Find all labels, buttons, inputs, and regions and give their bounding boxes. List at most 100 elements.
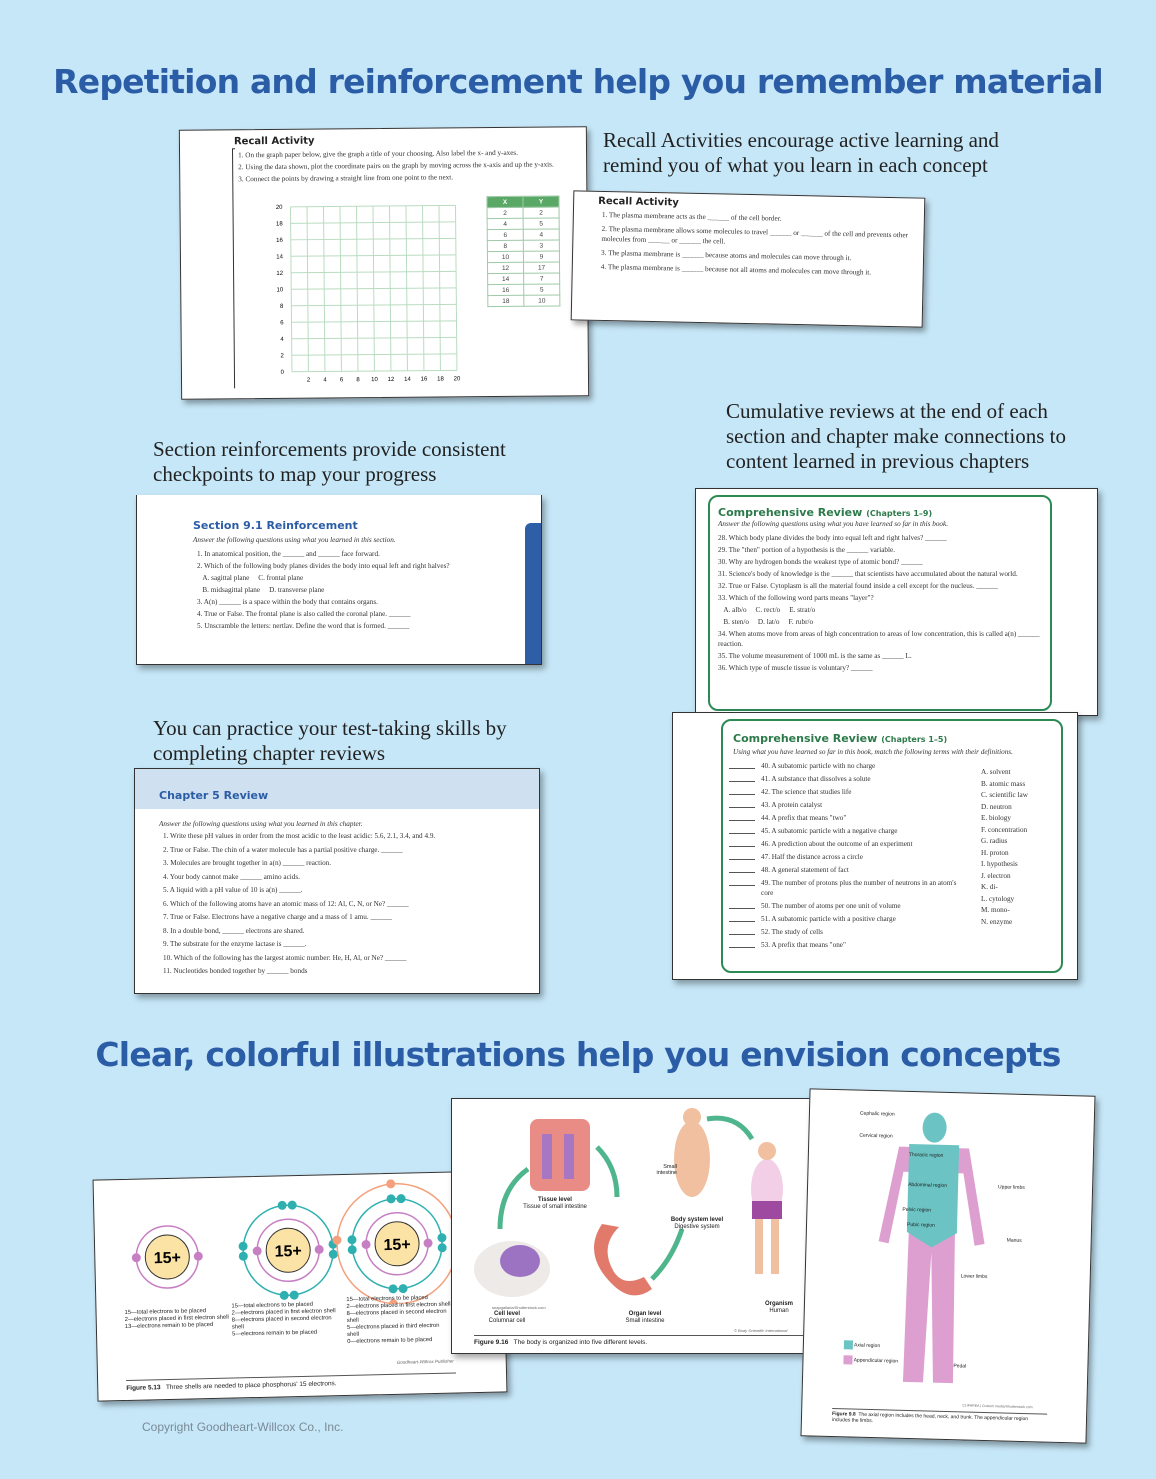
recall-membrane-card: Recall Activity 1. The plasma membrane a… — [570, 190, 926, 328]
recall-graph-title: Recall Activity — [233, 135, 315, 148]
x-tick-label: 2 — [307, 378, 311, 384]
table-cell: 9 — [523, 250, 560, 263]
chapter-review-title: Chapter 5 Review — [159, 789, 269, 802]
answer-blank[interactable] — [729, 852, 755, 860]
electron — [332, 1235, 342, 1245]
body-credit: CLIPAREA | Custom media/Shutterstock.com — [962, 1403, 1033, 1410]
grid-line — [291, 353, 457, 356]
arrow-icon — [595, 1145, 620, 1198]
chapter-question: 8. In a double bond, ______ electrons ar… — [163, 926, 305, 935]
match-definition: 47. Half the distance across a circle — [761, 853, 863, 861]
table-cell: 2 — [523, 206, 560, 219]
grid-line — [291, 320, 457, 323]
atom-figure-label: Figure 5.13 — [126, 1384, 161, 1392]
nucleus-charge: 15+ — [154, 1250, 182, 1268]
comp1-items: 28. Which body plane divides the body in… — [718, 533, 1048, 675]
table-cell: 14 — [487, 273, 524, 285]
match-row: 50. The number of atoms per one unit of … — [729, 901, 959, 911]
y-tick-label: 18 — [276, 221, 283, 227]
levels-credit-2: © Body Scientific International — [734, 1328, 788, 1333]
answer-blank[interactable] — [729, 901, 755, 909]
answer-blank[interactable] — [729, 927, 755, 935]
recall-item: 2. The plasma membrane allows some molec… — [601, 224, 910, 246]
answer-blank[interactable] — [729, 826, 755, 834]
body-region-label: Manus — [1006, 1237, 1022, 1244]
x-tick-label: 20 — [454, 376, 461, 382]
answer-blank[interactable] — [729, 787, 755, 795]
section-intro: Answer the following questions using wha… — [193, 536, 396, 544]
y-tick-label: 2 — [280, 353, 284, 359]
match-row: 53. A prefix that means "one" — [729, 940, 959, 950]
electron — [423, 1238, 433, 1248]
answer-blank[interactable] — [729, 761, 755, 769]
comp2-intro: Using what you have learned so far in th… — [733, 748, 1013, 756]
nucleus-charge: 15+ — [383, 1236, 411, 1254]
chapter-question: 10. Which of the following has the large… — [163, 953, 407, 962]
chapter-question: 4. Your body cannot make ______ amino ac… — [163, 872, 300, 881]
answer-blank[interactable] — [729, 839, 755, 847]
level-title: Organism — [764, 1301, 793, 1307]
table-cell: 17 — [523, 261, 560, 274]
electron — [238, 1241, 248, 1251]
electron — [314, 1245, 324, 1255]
atom-caption-line: 0—electrons remain to be placed — [347, 1337, 433, 1345]
answer-blank[interactable] — [729, 774, 755, 782]
match-term: I. hypothesis — [981, 860, 1018, 868]
recall-graph-steps: 1. On the graph paper below, give the gr… — [238, 147, 568, 186]
column-header: X — [486, 196, 524, 208]
heading-top: Repetition and reinforcement help you re… — [53, 62, 1104, 101]
arrow-icon — [497, 1166, 530, 1230]
answer-blank[interactable] — [729, 800, 755, 808]
comp1-question: 30. Why are hydrogen bonds the weakest t… — [718, 558, 923, 566]
recall-item: 4. The plasma membrane is ______ because… — [600, 262, 872, 277]
recall-step: 2. Using the data shown, plot the coordi… — [238, 160, 554, 172]
electron — [279, 1290, 289, 1300]
level-subtitle: Columnar cell — [488, 1318, 526, 1324]
match-definition: 43. A protein catalyst — [761, 801, 823, 809]
column-header: Y — [522, 195, 560, 208]
answer-blank[interactable] — [729, 813, 755, 821]
x-tick-label: 10 — [371, 377, 378, 383]
match-row: 43. A protein catalyst — [729, 800, 959, 810]
answer-blank[interactable] — [729, 940, 755, 948]
comp1-question: B. sten/o D. lat/o F. rubr/o — [718, 618, 814, 626]
electron — [287, 1200, 297, 1210]
match-definition: 46. A prediction about the outcome of an… — [761, 840, 913, 848]
grid-line — [290, 204, 456, 208]
comp1-question: 32. True or False. Cytoplasm is all the … — [718, 582, 998, 590]
grid-line — [291, 287, 457, 290]
electron — [131, 1253, 141, 1263]
answer-blank[interactable] — [729, 914, 755, 922]
answer-blank[interactable] — [729, 865, 755, 873]
match-definition: 48. A general statement of fact — [761, 866, 849, 874]
recall-step: 3. Connect the points by drawing a strai… — [238, 173, 454, 184]
match-definition: 44. A prefix that means "two" — [761, 814, 847, 822]
body-legend: Axial region Appendicular region — [843, 1340, 898, 1365]
section-question: 3. A(n) ______ is a space within the bod… — [197, 598, 378, 606]
nucleus-charge: 15+ — [274, 1243, 302, 1261]
body-region-label: Lower limbs — [960, 1273, 988, 1281]
answer-blank[interactable] — [729, 878, 755, 886]
match-definition: 40. A subatomic particle with no charge — [761, 762, 876, 770]
nucleus — [265, 1227, 311, 1273]
match-term: F. concentration — [981, 825, 1028, 834]
y-tick-label: 8 — [280, 304, 284, 310]
chapter-question: 3. Molecules are brought together in a(n… — [163, 859, 332, 867]
atom-credit: Goodheart-Willcox Publisher — [396, 1358, 454, 1365]
caption-cumulative: Cumulative reviews at the end of each se… — [726, 399, 1066, 473]
level-title: Tissue level — [538, 1197, 572, 1203]
level-subtitle: Tissue of small intestine — [523, 1204, 587, 1210]
match-term: K. di- — [981, 883, 998, 891]
section-question: 5. Unscramble the letters: nertlav. Defi… — [197, 622, 410, 630]
comprehensive-review-1-card: Comprehensive Review (Chapters 1–9) Answ… — [695, 488, 1098, 716]
